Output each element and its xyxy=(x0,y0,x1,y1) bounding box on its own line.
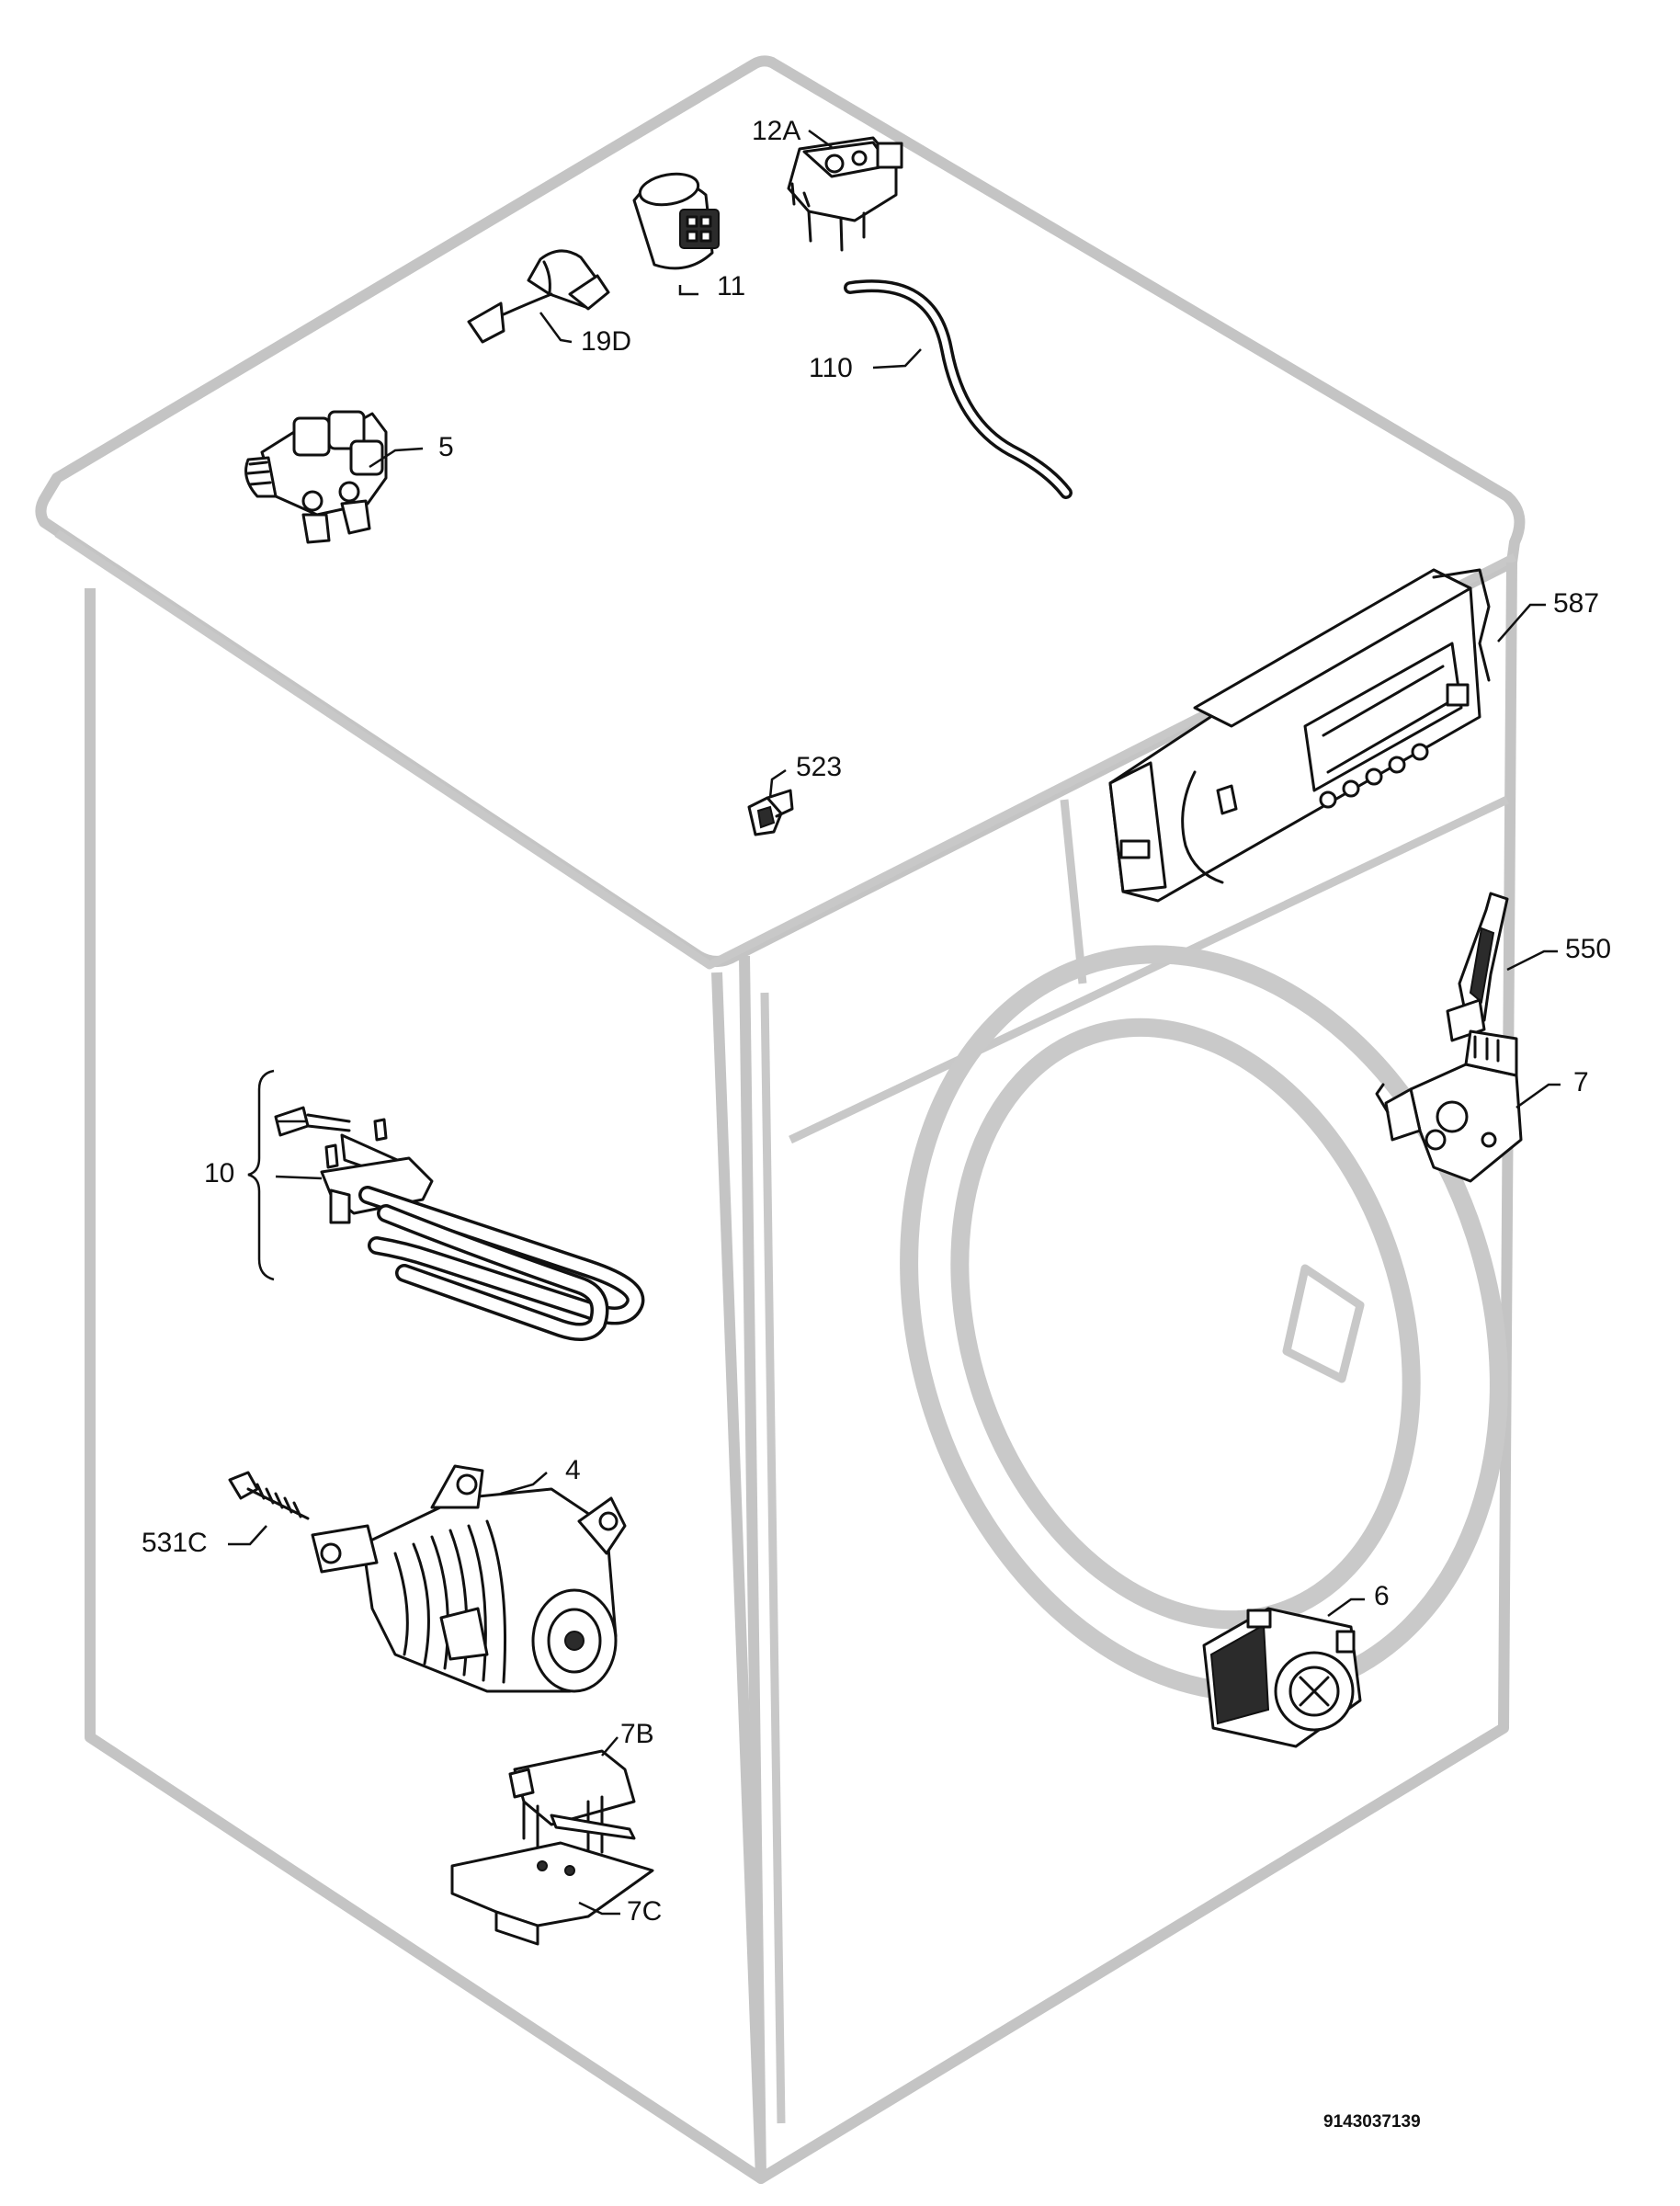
front-panel-inner-edge xyxy=(760,992,786,2124)
drain-pump-4 xyxy=(311,1464,627,1693)
leader-523 xyxy=(768,768,787,799)
callout-587: 587 xyxy=(1553,588,1600,619)
callout-5: 5 xyxy=(438,432,454,462)
leader-lines xyxy=(228,129,1561,1916)
hose-110 xyxy=(844,279,1073,499)
leader-5 xyxy=(369,447,424,469)
callout-4: 4 xyxy=(565,1455,581,1485)
leader-10-brace xyxy=(247,1069,275,1281)
switch-7b xyxy=(508,1749,636,1859)
mounting-plate-7c xyxy=(450,1841,654,1946)
door-lever-550 xyxy=(1446,892,1509,1042)
capacitor-11 xyxy=(632,172,720,270)
heating-element-10 xyxy=(274,1106,645,1341)
screw-531c xyxy=(228,1471,310,1520)
leader-11 xyxy=(678,285,698,296)
leader-7b xyxy=(601,1736,619,1757)
connector-6 xyxy=(1202,1607,1362,1748)
callout-523: 523 xyxy=(796,752,843,782)
sensor-19d xyxy=(467,249,610,344)
leader-7c xyxy=(578,1901,620,1916)
callout-12a: 12A xyxy=(752,116,801,146)
callout-10: 10 xyxy=(204,1158,235,1188)
control-panel-divider xyxy=(1060,799,1087,984)
leader-7 xyxy=(1515,1083,1561,1109)
callout-7b: 7B xyxy=(620,1719,654,1749)
callout-11: 11 xyxy=(717,271,746,301)
leader-587 xyxy=(1497,603,1546,642)
leader-19d xyxy=(539,312,573,344)
inlet-valve-5 xyxy=(244,410,388,544)
leader-12a xyxy=(808,129,833,149)
cabinet-outline xyxy=(35,55,1526,2184)
leader-550 xyxy=(1506,949,1558,972)
clip-523 xyxy=(747,789,794,836)
leader-531c xyxy=(228,1525,267,1546)
callout-550: 550 xyxy=(1565,934,1612,964)
leader-4 xyxy=(500,1472,548,1495)
callout-110: 110 xyxy=(809,353,853,383)
control-panel-lower-edge xyxy=(789,795,1509,1144)
door-interlock-7 xyxy=(1375,1029,1523,1183)
cabinet-left-side xyxy=(85,588,766,2184)
control-module-587 xyxy=(1108,568,1491,903)
callout-7c: 7C xyxy=(627,1896,663,1927)
door-hinge-detail xyxy=(1282,1264,1365,1383)
pressure-switch-12a xyxy=(787,136,903,252)
drawing-number: 9143037139 xyxy=(1323,2112,1421,2132)
leader-10-lower xyxy=(275,1175,323,1180)
cabinet-top-panel xyxy=(35,55,1526,967)
callout-531c: 531C xyxy=(142,1528,208,1558)
callout-7: 7 xyxy=(1573,1067,1589,1097)
leader-6 xyxy=(1327,1598,1365,1618)
leader-110 xyxy=(872,348,922,370)
callout-19d: 19D xyxy=(581,326,632,357)
callout-6: 6 xyxy=(1374,1581,1390,1611)
